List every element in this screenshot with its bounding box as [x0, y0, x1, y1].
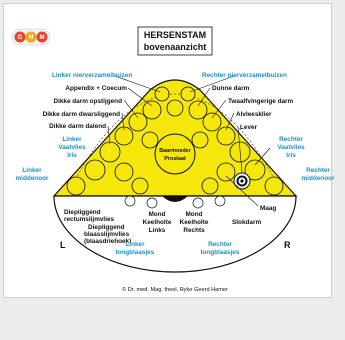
relay-circle	[188, 100, 208, 120]
label-rectum-2: rectumslijmvlies	[64, 216, 115, 223]
side-left-label: L	[60, 240, 66, 250]
logo-letter-2: N	[29, 35, 33, 41]
label-left-middle-ear-2: middenoor	[15, 175, 49, 182]
prostate-label-1: Baarmoeder	[159, 148, 191, 154]
brainstem-lower	[53, 195, 297, 273]
label-liver: Lever	[240, 124, 258, 131]
label-bladder-1: Diepliggend	[88, 224, 125, 231]
relay-circle	[128, 112, 148, 132]
copyright: © Dr. med. Mag. theol. Ryke Geerd Hamer	[122, 286, 228, 293]
relay-circle	[216, 126, 236, 146]
label-esophagus: Slokdarm	[232, 219, 261, 226]
lower-circle	[192, 197, 204, 209]
logo-letter-1: G	[18, 35, 23, 41]
label-right-alveoli-1: Rechter	[208, 241, 232, 248]
bottom-strip	[0, 298, 345, 340]
title-line-1: HERSENSTAM	[144, 30, 206, 40]
label-mouth-left-1: Mond	[148, 211, 165, 218]
relay-circle	[202, 112, 222, 132]
label-bladder-3: (blaasdriehoek)	[84, 238, 131, 245]
relay-circles	[66, 86, 284, 196]
relay-circle	[84, 159, 106, 181]
relay-circle	[216, 162, 236, 182]
label-mouth-right-1: Mond	[185, 211, 202, 218]
lower-circle	[146, 197, 158, 209]
label-mouth-left-3: Links	[149, 227, 166, 234]
title-box: HERSENSTAM bovenaanzicht	[137, 26, 213, 56]
label-right-alveoli-2: longblaasjes	[201, 249, 240, 256]
logo-dot-1	[14, 31, 26, 43]
label-transverse-colon: Dikke darm dwarsliggend	[43, 111, 121, 118]
label-left-nerve: Linker nierverzamelbuizen	[52, 72, 132, 79]
label-appendix: Appendix + Coecum	[65, 85, 127, 92]
logo-letter-3: M	[40, 35, 45, 41]
label-left-iris-1: Linker	[62, 136, 82, 143]
logo-dot-2	[25, 31, 37, 43]
label-ascending-colon: Dikke darm opstijgend	[53, 98, 122, 105]
label-pancreas: Alvleesklier	[236, 111, 272, 118]
label-right-iris-1: Rechter	[279, 136, 303, 143]
label-mouth-right-2: Keelholte	[180, 219, 209, 226]
prostate-circle	[154, 133, 196, 175]
relay-circle	[114, 162, 134, 182]
label-duodenum: Twaalfvingerige darm	[228, 98, 294, 105]
prostate-label-2: Prostaat	[164, 156, 186, 162]
label-right-iris-2: Vaatvlies	[277, 144, 305, 151]
label-rectum-1: Diepliggend	[64, 209, 101, 216]
relay-circle	[264, 176, 284, 196]
label-left-middle-ear-1: Linker	[22, 167, 42, 174]
lower-circles	[124, 195, 226, 209]
label-mouth-left-2: Keelholte	[143, 219, 172, 226]
title-line-2: bovenaanzicht	[144, 42, 207, 52]
leader-lines	[107, 75, 271, 207]
label-left-iris-3: Iris	[67, 152, 77, 159]
relay-circle	[201, 177, 219, 195]
label-right-middle-ear-1: Rechter	[306, 167, 330, 174]
label-left-alveoli-1: Linker	[125, 241, 145, 248]
relay-circle	[154, 86, 170, 102]
gnm-logo: G N M	[11, 28, 51, 46]
relay-circle	[99, 141, 121, 163]
dotted-ring	[69, 93, 281, 191]
logo-dot-3	[36, 31, 48, 43]
relay-circle	[166, 99, 184, 117]
side-right-label: R	[284, 240, 291, 250]
lower-circle	[124, 195, 136, 207]
relay-circle	[66, 176, 86, 196]
label-small-intestine: Dunne darm	[212, 85, 250, 92]
label-left-iris-2: Vaatvlies	[58, 144, 86, 151]
label-right-iris-3: Iris	[286, 152, 296, 159]
relay-circle	[141, 131, 159, 149]
relay-circle	[180, 86, 196, 102]
label-mouth-right-3: Rechts	[183, 227, 205, 234]
relay-circle	[114, 126, 134, 146]
relay-circle	[191, 131, 209, 149]
relay-circle	[244, 159, 266, 181]
lower-circle	[214, 195, 226, 207]
label-right-nerve: Rechter nierverzamelbuizen	[202, 72, 287, 79]
label-stomach: Maag	[260, 205, 276, 212]
relay-circle	[142, 100, 162, 120]
label-right-middle-ear-2: middenoor	[301, 175, 335, 182]
relay-circle	[131, 177, 149, 195]
label-left-alveoli-2: longblaasjes	[116, 249, 155, 256]
label-bladder-2: blaasslijmvlies	[84, 231, 130, 238]
label-descending-colon: Dikke darm dalend	[49, 123, 106, 130]
liver-target-icon	[233, 172, 251, 190]
mouth-shape	[162, 196, 188, 202]
